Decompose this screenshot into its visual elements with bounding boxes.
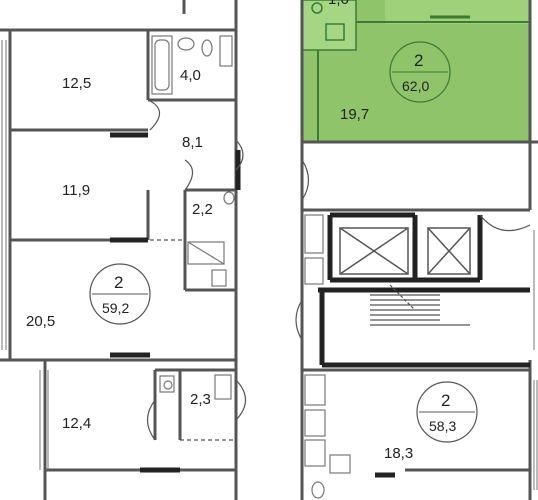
room-area-label: 1,6 xyxy=(328,0,349,8)
elevator-shafts xyxy=(339,227,471,275)
unit-room-count: 2 xyxy=(441,391,450,410)
apartment-badge-bottom-right: 2 58,3 xyxy=(416,381,478,443)
room-area-label: 12,4 xyxy=(62,415,91,432)
doors xyxy=(146,99,531,441)
staircase xyxy=(370,284,470,326)
room-area-label: 2,2 xyxy=(192,201,213,218)
room-area-label: 18,3 xyxy=(384,445,413,462)
highlighted-toilet xyxy=(311,2,323,14)
room-area-label: 19,7 xyxy=(340,106,369,123)
unit-total-area: 59,2 xyxy=(102,300,129,316)
room-labels: 12,5 4,0 8,1 11,9 2,2 20,5 12,4 2,3 19,7… xyxy=(26,0,413,462)
apartment-badge-left: 2 59,2 xyxy=(89,263,151,325)
room-area-label: 20,5 xyxy=(26,313,55,330)
room-area-label: 4,0 xyxy=(180,67,201,84)
room-area-label: 8,1 xyxy=(182,134,203,151)
highlighted-apartment-fill-dark xyxy=(385,0,530,24)
bathroom-fixtures xyxy=(151,35,351,499)
unit-room-count: 2 xyxy=(114,273,123,292)
room-area-label: 2,3 xyxy=(190,391,211,408)
apartment-badge-highlighted: 2 62,0 xyxy=(389,41,451,103)
bearing-walls xyxy=(110,132,530,478)
highlighted-sink xyxy=(325,23,345,41)
unit-room-count: 2 xyxy=(414,51,423,70)
highlighted-bath xyxy=(301,0,357,51)
highlighted-apartment[interactable] xyxy=(301,0,530,142)
room-area-label: 12,5 xyxy=(62,75,91,92)
unit-total-area: 62,0 xyxy=(402,78,429,94)
room-area-label: 11,9 xyxy=(62,182,90,199)
windows xyxy=(1,40,538,490)
unit-total-area: 58,3 xyxy=(429,418,456,434)
